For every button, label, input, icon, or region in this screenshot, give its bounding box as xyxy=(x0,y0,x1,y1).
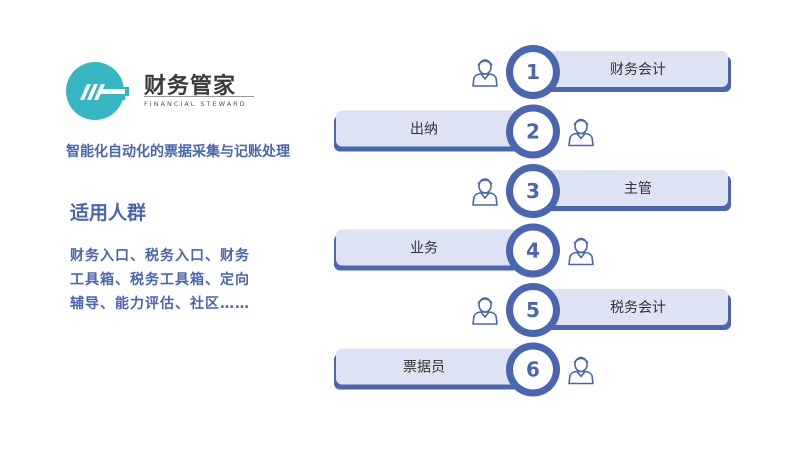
role-number-badge xyxy=(513,349,553,390)
role-label: 出纳 xyxy=(410,122,438,138)
logo-name-cn: 财务管家 xyxy=(144,74,237,99)
role-item: 业务 4 xyxy=(334,223,594,278)
role-bar xyxy=(336,229,534,266)
role-number: 3 xyxy=(526,179,540,203)
logo-name-en: FINANCIAL STEWARD xyxy=(144,100,247,108)
user-icon xyxy=(568,237,594,266)
logo-divider xyxy=(144,96,254,97)
user-icon xyxy=(568,356,594,385)
subtitle: 智能化自动化的票据采集与记账处理 xyxy=(66,144,290,160)
user-icon xyxy=(568,118,594,147)
user-icon xyxy=(472,178,498,206)
role-bar xyxy=(532,170,728,206)
role-number: 2 xyxy=(526,120,540,144)
role-label: 业务 xyxy=(410,241,438,257)
role-label: 票据员 xyxy=(403,360,445,376)
role-number: 6 xyxy=(526,358,540,382)
role-bar xyxy=(532,289,728,325)
role-item: 出纳 2 xyxy=(334,104,594,159)
role-number-badge xyxy=(513,111,553,152)
role-number-badge xyxy=(513,230,553,271)
role-item: 主管 3 xyxy=(472,164,731,218)
role-item: 票据员 6 xyxy=(334,342,594,397)
role-label: 主管 xyxy=(624,181,652,197)
role-number: 1 xyxy=(526,60,540,84)
user-icon xyxy=(472,59,498,87)
description: 财务入口、税务入口、财务 工具箱、税务工具箱、定向 辅导、能力评估、社区…… xyxy=(70,244,270,316)
role-item: 税务会计 5 xyxy=(472,283,731,337)
role-bar xyxy=(336,348,534,385)
role-label: 财务会计 xyxy=(610,62,666,78)
description-line: 辅导、能力评估、社区…… xyxy=(70,296,250,312)
description-line: 工具箱、税务工具箱、定向 xyxy=(70,272,250,288)
user-icon xyxy=(472,297,498,325)
key-icon xyxy=(80,84,129,100)
role-number-badge xyxy=(513,171,553,211)
role-item: 财务会计 1 xyxy=(472,45,731,99)
role-bar xyxy=(532,51,728,87)
role-number: 4 xyxy=(526,239,540,263)
role-number-badge xyxy=(513,52,553,92)
role-bar xyxy=(336,110,534,147)
role-number-badge xyxy=(513,290,553,330)
section-title: 适用人群 xyxy=(70,202,147,224)
role-label: 税务会计 xyxy=(610,300,666,316)
logo: 财务管家 FINANCIAL STEWARD xyxy=(66,62,256,122)
role-number: 5 xyxy=(526,298,540,322)
description-line: 财务入口、税务入口、财务 xyxy=(70,248,250,264)
